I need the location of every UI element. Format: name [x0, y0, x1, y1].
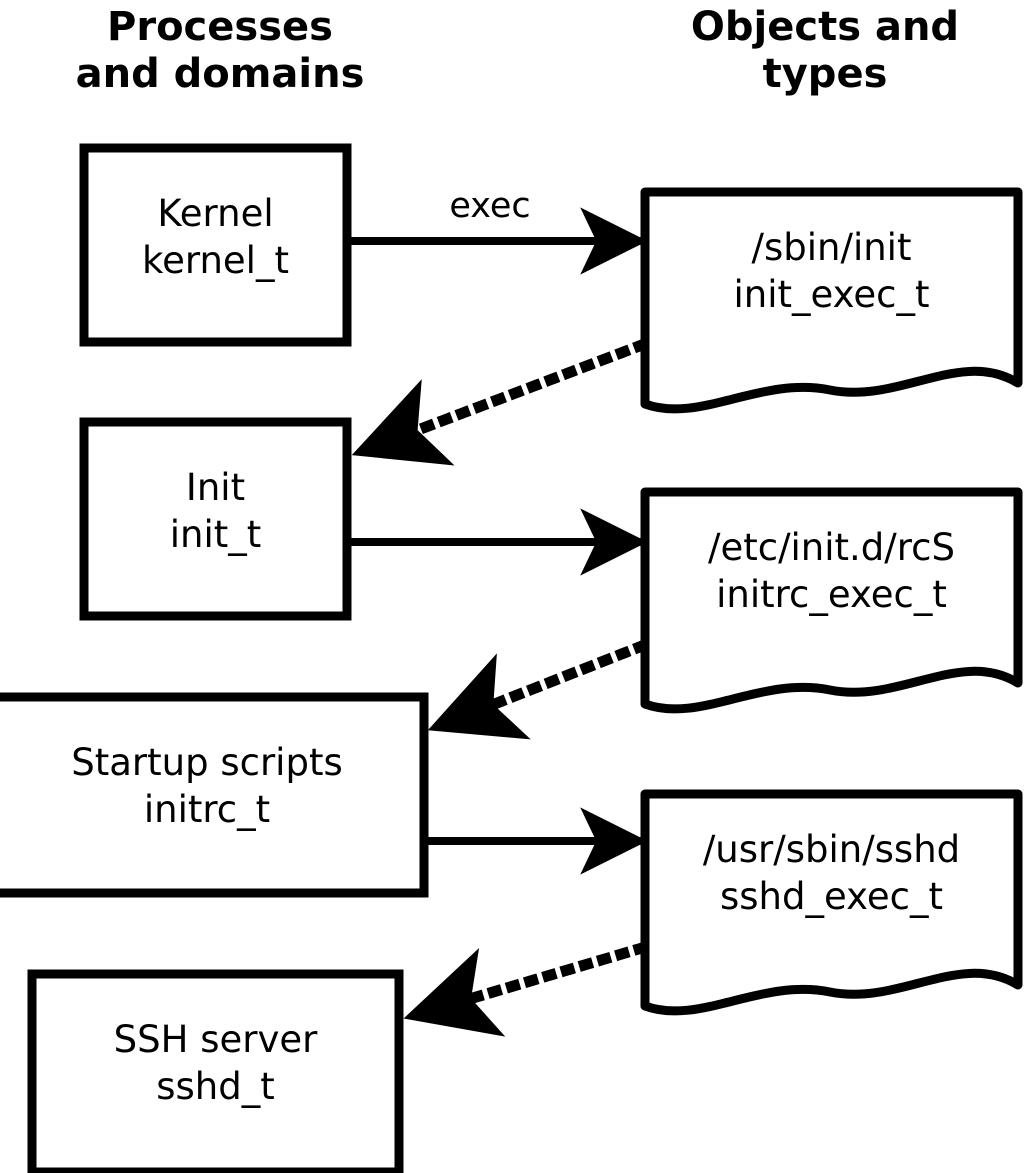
node-sshd-exec-shape[interactable]: [640, 789, 1023, 1016]
edge-sshd-exec-to-sshd: [403, 941, 649, 1037]
edge-label-exec: exec: [449, 186, 531, 226]
node-init-exec-shape[interactable]: [640, 187, 1023, 414]
node-init-shape[interactable]: [79, 417, 352, 621]
column-header-processes: Processes and domains: [75, 4, 365, 98]
node-initrc-exec-shape[interactable]: [640, 487, 1023, 714]
node-sshd-shape[interactable]: [27, 969, 404, 1173]
node-kernel-shape[interactable]: [79, 143, 352, 347]
edge-initrc-exec-to-initrc: [427, 638, 650, 740]
column-header-objects: Objects and types: [690, 4, 960, 98]
node-initrc-shape[interactable]: [0, 692, 429, 898]
edge-init-exec-to-init: [351, 337, 650, 466]
